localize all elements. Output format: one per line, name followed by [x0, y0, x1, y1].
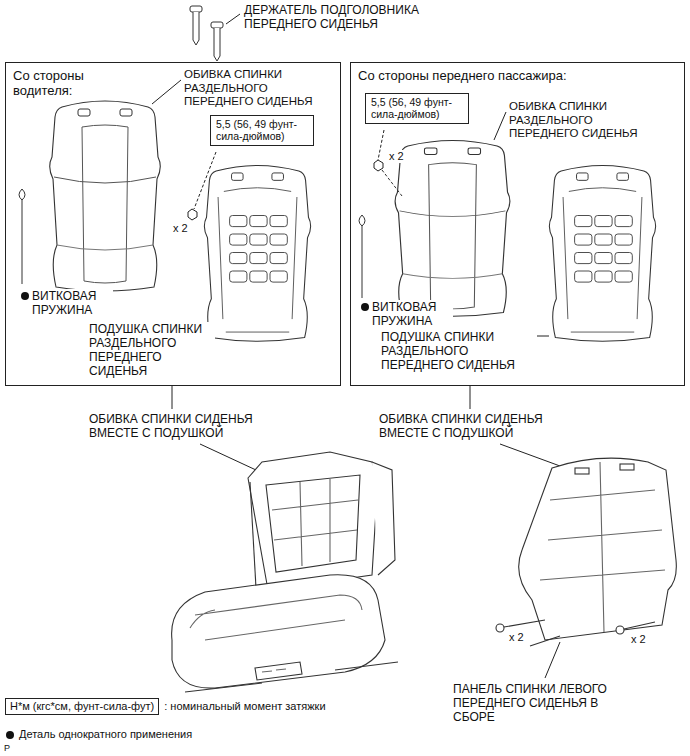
box-text: Со стороны водителя: [13, 68, 133, 99]
dashed-line [382, 170, 402, 196]
part-label: ПОДУШКА СПИНКИ РАЗДЕЛЬНОГО ПЕРЕДНЕГО СИД… [380, 330, 537, 372]
nut [374, 160, 383, 171]
leader-line [152, 80, 181, 104]
back-panel [496, 458, 676, 678]
coil-spring [359, 215, 365, 298]
quantity-label: x 2 [508, 631, 525, 644]
legend-text: Деталь однократного применения [18, 728, 193, 741]
torque-box: 5,5 (56, 49 фунт-сила-дюймов) [365, 93, 469, 124]
passenger-parts [359, 112, 656, 341]
leader-line [194, 152, 216, 209]
box-text: Со стороны переднего пассажира: [358, 68, 677, 83]
bullet [361, 303, 369, 311]
seatback-pad [204, 166, 310, 342]
nut [188, 209, 197, 220]
legend-torque-box: Н*м (кгс*см, фунт-сила-фут) [5, 698, 159, 715]
part-label: ОБИВКА СПИНКИ РАЗДЕЛЬНОГО ПЕРЕДНЕГО СИДЕ… [183, 68, 335, 109]
box-text: Н*м (кгс*см, фунт-сила-фут) [10, 700, 154, 713]
quantity-label: x 2 [172, 222, 189, 235]
leader-line [226, 14, 240, 24]
legend-bullet [6, 731, 14, 739]
seatback-cover [50, 101, 161, 291]
legend-text: : номинальный момент затяжки [163, 700, 326, 713]
box-text: 5,5 (56, 49 фунт-сила-дюймов) [371, 96, 463, 121]
leader-line [172, 386, 470, 409]
leader-line [378, 130, 384, 160]
bullet [21, 292, 29, 300]
seatback-pad [549, 166, 655, 342]
part-label: ОБИВКА СПИНКИ СИДЕНЬЯ ВМЕСТЕ С ПОДУШКОЙ [88, 412, 280, 440]
torque-box: 5,5 (56, 49 фунт-сила-дюймов) [210, 115, 314, 146]
part-label: ПАНЕЛЬ СПИНКИ ЛЕВОГО ПЕРЕДНЕГО СИДЕНЬЯ В… [452, 682, 629, 724]
part-label: ВИТКОВАЯ ПРУЖИНА [371, 300, 453, 328]
headrest-holder [190, 6, 223, 61]
leader-line [494, 112, 506, 140]
quantity-label: x 2 [630, 633, 647, 646]
part-label: ВИТКОВАЯ ПРУЖИНА [31, 289, 113, 317]
coil-spring [19, 189, 25, 284]
part-label: ОБИВКА СПИНКИ РАЗДЕЛЬНОГО ПЕРЕДНЕГО СИДЕ… [508, 100, 660, 141]
page-mark: P [3, 743, 11, 754]
seat-assembly [172, 452, 398, 692]
driver-parts [19, 80, 311, 341]
part-label: ДЕРЖАТЕЛЬ ПОДГОЛОВНИКА ПЕРЕДНЕГО СИДЕНЬЯ [243, 3, 430, 31]
box-text: 5,5 (56, 49 фунт-сила-дюймов) [216, 118, 308, 143]
part-label: ПОДУШКА СПИНКИ РАЗДЕЛЬНОГО ПЕРЕДНЕГО СИД… [88, 322, 215, 379]
seatback-cover [395, 141, 510, 317]
quantity-label: x 2 [388, 150, 405, 163]
part-label: ОБИВКА СПИНКИ СИДЕНЬЯ ВМЕСТЕ С ПОДУШКОЙ [378, 412, 570, 440]
